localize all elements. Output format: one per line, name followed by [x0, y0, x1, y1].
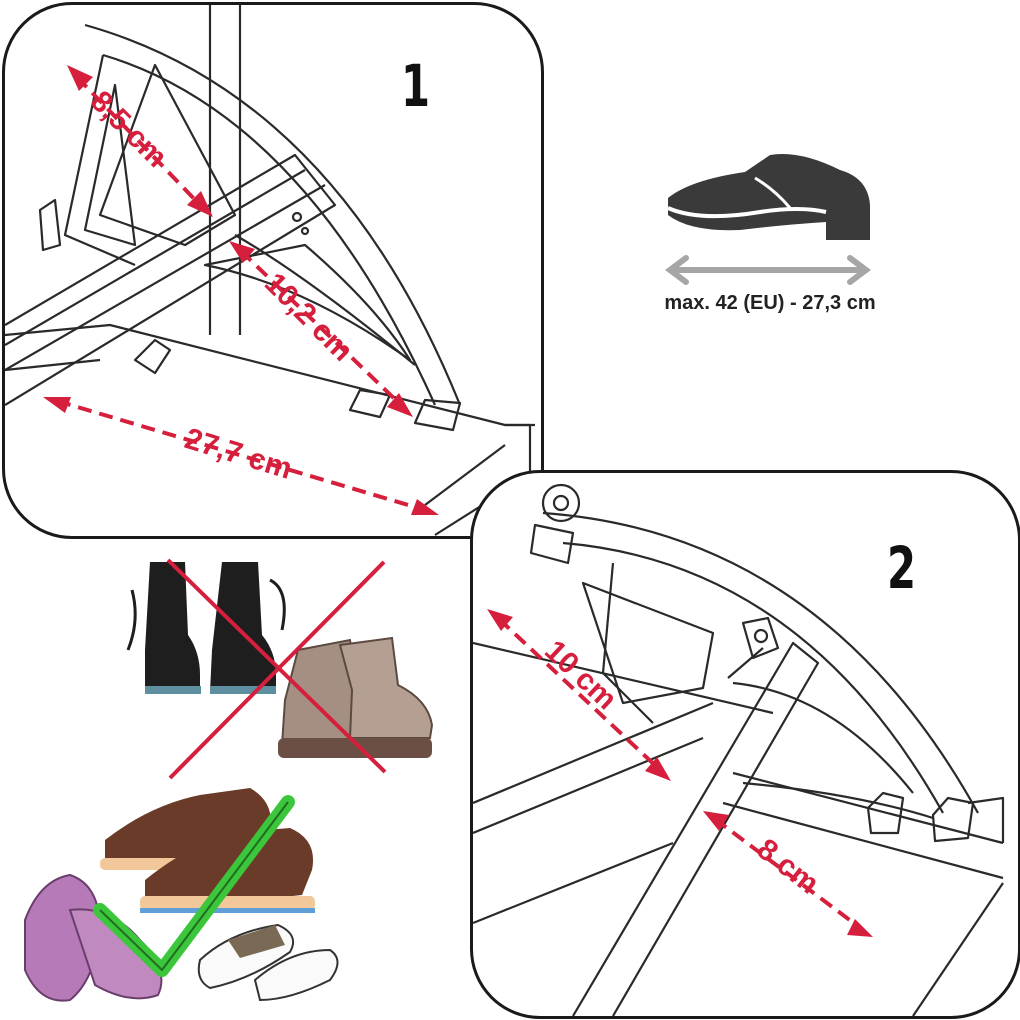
rack-drawing-1: 8,5 cm 10,2 cm 27,7 cm — [5, 5, 535, 536]
ballet-flats-icon — [24, 873, 163, 1002]
boots-icon — [126, 562, 286, 694]
double-arrow-icon — [665, 255, 871, 285]
step-number: 1 — [401, 52, 431, 120]
rack-drawing-2: 10 cm 8 cm — [473, 483, 1005, 1016]
dimension-label-a: 8,5 cm — [84, 85, 173, 174]
slippers-icon — [197, 923, 339, 1002]
panel-step-2: 10 cm 8 cm 2 — [470, 470, 1020, 1019]
step-number: 2 — [887, 534, 917, 602]
footwear-guide — [24, 558, 434, 1002]
shoe-size-caption: max. 42 (EU) - 27,3 cm — [664, 292, 876, 314]
panel-step-1: 8,5 cm 10,2 cm 27,7 cm 1 — [2, 2, 544, 539]
dimension-label-b: 8 cm — [751, 833, 825, 901]
hiking-boots-icon — [278, 636, 434, 758]
dress-shoe-icon — [667, 154, 870, 240]
dimension-label-c: 27,7 cm — [181, 422, 296, 486]
dimension-lines-1 — [56, 75, 426, 512]
dimension-lines-2 — [497, 617, 861, 929]
green-check-icon — [93, 795, 295, 977]
red-cross-icon — [166, 558, 387, 780]
sneakers-icon — [100, 788, 315, 913]
